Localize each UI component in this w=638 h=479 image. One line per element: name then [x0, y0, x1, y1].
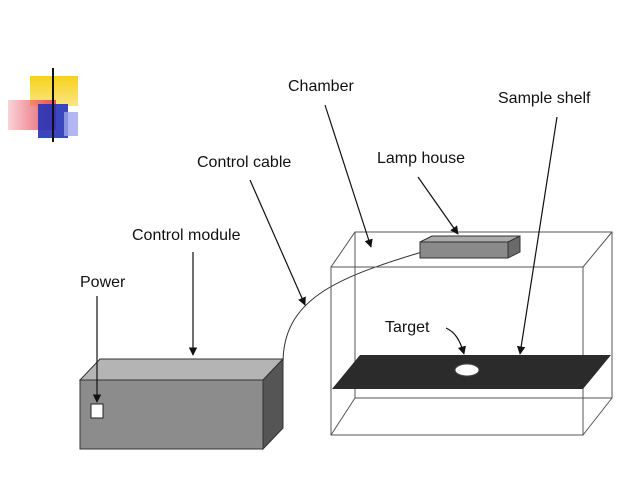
chamber-edge-tr [582, 231, 613, 268]
label-power: Power [80, 274, 126, 291]
decorative-logo [8, 68, 78, 142]
control-module-front [79, 379, 264, 450]
chamber-back-face [354, 231, 613, 399]
label-sample-shelf: Sample shelf [498, 90, 591, 107]
chamber-front-face [330, 266, 584, 436]
label-target: Target [385, 319, 430, 336]
label-lamp-house: Lamp house [377, 150, 465, 167]
target-spot [454, 363, 480, 377]
lamp-house-arrow [417, 176, 459, 235]
chamber-edge-tl [330, 231, 356, 268]
control-cable-arrow [249, 179, 306, 306]
chamber-edge-br [582, 397, 613, 436]
label-chamber: Chamber [288, 78, 354, 95]
leader-arrows [92, 104, 558, 403]
lamp-house-front [419, 241, 509, 259]
control-module [78, 357, 285, 451]
target-arrow [445, 327, 466, 355]
label-control-module: Control module [132, 227, 241, 244]
control-cable [282, 251, 423, 364]
chamber-arrow [324, 104, 373, 248]
label-control-cable: Control cable [197, 154, 291, 171]
lamp-house [419, 235, 521, 259]
sample-shelf [332, 355, 611, 389]
logo-lightblue-block [64, 112, 78, 136]
sample-shelf-arrow [517, 116, 558, 355]
power-switch [90, 403, 104, 419]
lamp-house-top [419, 235, 521, 243]
chamber [330, 231, 613, 436]
chamber-edge-bl [330, 397, 356, 436]
control-module-top [78, 358, 285, 381]
